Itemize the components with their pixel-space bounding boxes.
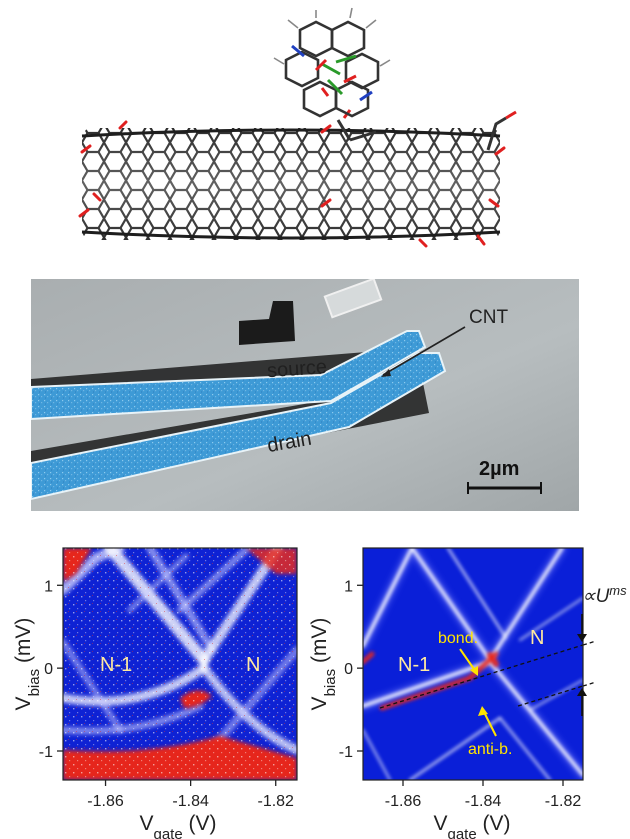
axis-ticks: -1.86 -1.84 -1.82 1 0 -1 [339,578,582,810]
x-axis-label: Vgate (V) [433,812,510,839]
molecular-model [60,0,580,260]
y-axis-label: Vbias (mV) [12,618,43,711]
antibonding-arrow [478,706,488,716]
x-axis-label: Vgate (V) [139,812,216,839]
bonding-annotation: bond. [438,630,478,647]
scale-bar-label: 2µm [479,458,519,480]
x-tick-label: -1.82 [545,793,582,810]
sem-image: CNT source drain 2µm [31,279,579,511]
molecular-magnet [273,7,391,142]
y-tick-label: 1 [344,578,353,595]
x-tick-label: -1.84 [465,793,502,810]
carbon-nanotube [78,110,517,248]
region-label-n: N [530,627,544,649]
y-tick-label: 1 [44,578,53,595]
y-tick-label: 0 [344,661,353,678]
x-tick-label: -1.86 [385,793,422,810]
region-label-n-minus-1: N-1 [100,654,132,676]
y-tick-label: 0 [44,661,53,678]
source-label: source [266,356,327,382]
axis-ticks: -1.86 -1.84 -1.82 1 0 -1 [39,578,294,810]
plot-measured: -1.86 -1.84 -1.82 1 0 -1 N-1 N Vbias (mV) Vga… [0,530,310,839]
bonding-arrow [470,666,478,676]
cnt-label: CNT [469,307,508,328]
up-arrow-icon [577,688,587,696]
y-tick-label: -1 [339,744,353,761]
source-electrode [31,330,427,421]
proportional-label: ∝Ums [582,583,627,608]
region-label-n-minus-1: N-1 [398,654,430,676]
x-tick-label: -1.84 [172,793,209,810]
y-axis-label: Vbias (mV) [308,618,339,711]
antibonding-annotation: anti-b. [468,741,512,758]
drain-electrode [31,352,447,501]
down-arrow-icon [577,634,587,642]
x-tick-label: -1.86 [87,793,124,810]
region-label-n: N [246,654,260,676]
x-tick-label: -1.82 [257,793,294,810]
y-tick-label: -1 [39,744,53,761]
